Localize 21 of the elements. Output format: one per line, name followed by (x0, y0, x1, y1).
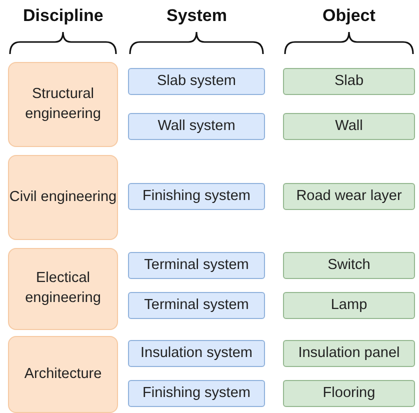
object-box: Flooring (283, 380, 415, 407)
system-box: Finishing system (128, 183, 265, 210)
system-box: Terminal system (128, 292, 265, 319)
system-box: Finishing system (128, 380, 265, 407)
object-box: Lamp (283, 292, 415, 319)
discipline-box: Architecture (8, 336, 118, 413)
column-heading: Object (322, 6, 376, 26)
system-box: Wall system (128, 113, 265, 140)
object-box: Slab (283, 68, 415, 95)
object-box: Switch (283, 252, 415, 279)
column-heading: Discipline (23, 6, 104, 26)
discipline-box: Structural engineering (8, 62, 118, 147)
discipline-box: Civil engineering (8, 155, 118, 240)
object-box: Road wear layer (283, 183, 415, 210)
system-box: Slab system (128, 68, 265, 95)
column-heading: System (166, 6, 227, 26)
system-box: Insulation system (128, 340, 265, 367)
object-box: Insulation panel (283, 340, 415, 367)
object-box: Wall (283, 113, 415, 140)
system-box: Terminal system (128, 252, 265, 279)
discipline-box: Electical engineering (8, 248, 118, 330)
